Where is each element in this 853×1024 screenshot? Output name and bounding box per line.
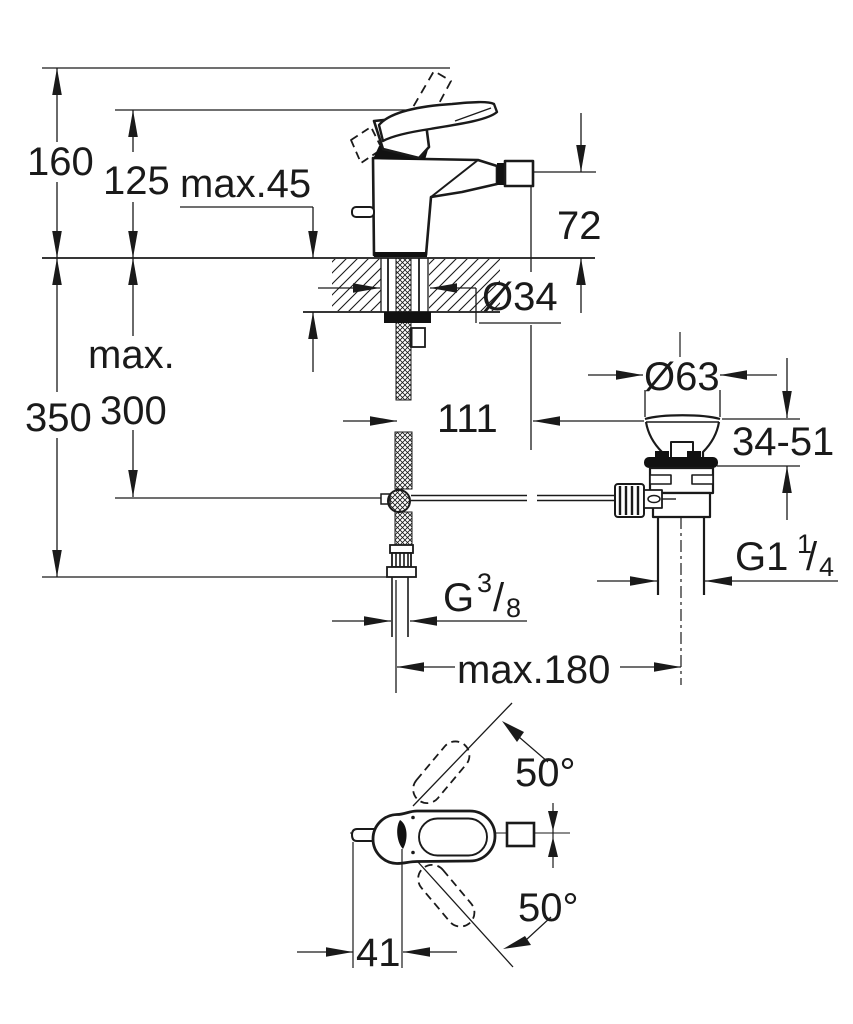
handle-swung-up-dashed xyxy=(412,740,471,805)
dim-angle-up: 50° xyxy=(515,751,576,795)
handle-swung-down-dashed xyxy=(417,863,476,928)
waste-thread-denominator: 4 xyxy=(819,552,834,582)
faucet-body xyxy=(371,156,499,257)
faucet-top-view xyxy=(297,702,570,968)
counter-hatch-right xyxy=(429,259,500,311)
pop-up-waste-assembly xyxy=(614,414,721,595)
waste-thread-numerator: 1 xyxy=(797,529,812,559)
hose-thread-denominator: 8 xyxy=(506,593,521,623)
aerator-ring xyxy=(497,163,505,185)
dim-spout-height: 72 xyxy=(557,204,602,248)
dim-waste-diameter: Ø63 xyxy=(644,355,720,399)
pop-up-knob xyxy=(351,206,375,218)
dimension-labels: 160 125 max.45 72 Ø34 max. 350 300 111 Ø… xyxy=(25,140,834,975)
hose-thread-prefix: G xyxy=(443,576,474,620)
dim-total-height: 160 xyxy=(27,140,94,184)
hose-pipe xyxy=(391,577,409,637)
dim-max-word: max. xyxy=(88,333,175,377)
swing-axis-lower xyxy=(417,861,514,968)
mounting-nut xyxy=(384,312,431,323)
hose-braid-lower xyxy=(394,511,413,546)
waste-body-lower xyxy=(651,491,712,519)
rod-ball-joint xyxy=(387,489,411,513)
hose-braid-upper xyxy=(394,431,413,490)
faucet-body-edge xyxy=(430,159,479,198)
swing-axis-upper xyxy=(412,702,513,807)
countertop-section xyxy=(42,257,595,313)
lever-inner-outline xyxy=(418,817,488,857)
waste-flange-top xyxy=(644,414,721,421)
hose-thread-slash: / xyxy=(493,576,505,620)
shank-braid xyxy=(395,257,412,401)
dim-hose-length: 300 xyxy=(100,389,167,433)
dim-clamping-range: 34-51 xyxy=(732,420,834,464)
clevis-pin xyxy=(647,494,661,504)
dim-spout-projection: 111 xyxy=(437,397,498,441)
lever-handle xyxy=(377,100,499,143)
dim-max-rod-reach: max.180 xyxy=(457,648,610,692)
waste-thread-slash: / xyxy=(806,535,818,579)
spout-top-view xyxy=(505,821,536,848)
waste-thread-prefix: G1 xyxy=(735,535,788,579)
waste-tailpipe xyxy=(656,517,706,595)
angle-arrow-lower xyxy=(503,936,531,949)
lever-raised-dashed xyxy=(390,70,452,153)
hose-thread-numerator: 3 xyxy=(477,568,492,598)
waste-slot-left xyxy=(649,474,672,485)
dim-max-deck: max.45 xyxy=(180,162,311,206)
dim-body-height: 125 xyxy=(103,159,170,203)
hose-nut-flange xyxy=(386,566,417,578)
dim-center-offset: 41 xyxy=(356,931,401,975)
waste-slot-right xyxy=(691,474,714,485)
waste-gasket xyxy=(644,457,718,468)
pop-up-knob-top-view xyxy=(350,828,377,842)
dim-angle-down: 50° xyxy=(518,886,579,930)
shank-walls xyxy=(387,258,420,312)
hose-collar xyxy=(389,544,414,554)
shank-fitting xyxy=(410,327,426,348)
dim-total-depth: 350 xyxy=(25,396,92,440)
lever-end-dashed xyxy=(350,126,383,164)
pop-up-rod xyxy=(411,494,616,502)
leader-max45 xyxy=(180,206,314,372)
cartridge-mark xyxy=(397,820,407,849)
supply-hose-assembly xyxy=(380,257,431,637)
aerator-outlet xyxy=(503,159,535,188)
faucet-front-view xyxy=(350,70,535,257)
dim-hole-diameter: Ø34 xyxy=(482,275,558,319)
base-gasket xyxy=(374,252,427,257)
angle-arrow-upper xyxy=(502,721,524,742)
